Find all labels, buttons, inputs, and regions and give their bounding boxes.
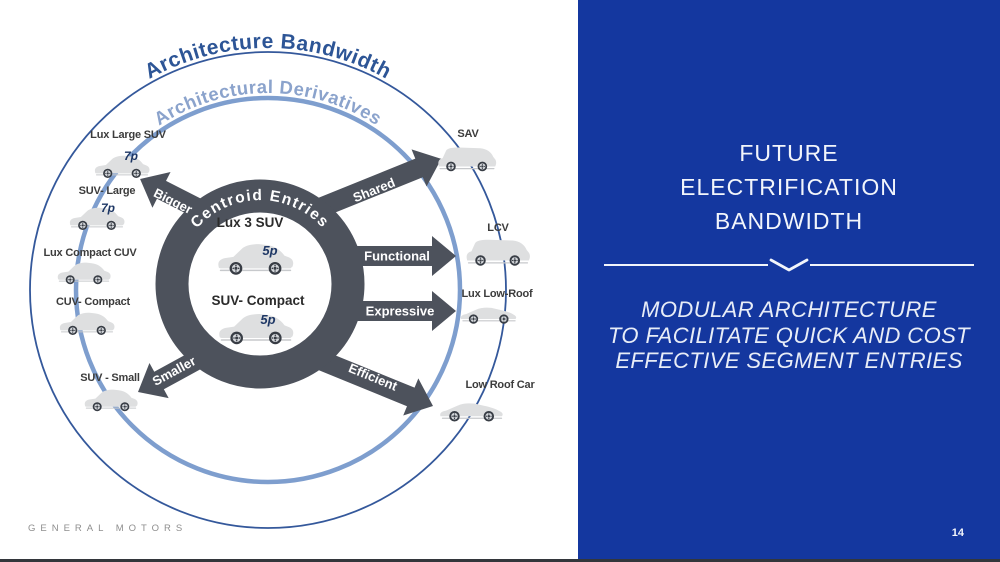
- title-divider: [604, 256, 974, 274]
- slide-title: FUTURE ELECTRIFICATION BANDWIDTH: [578, 136, 1000, 238]
- slide-title-line: FUTURE: [739, 140, 839, 166]
- van-car-icon: [438, 148, 496, 172]
- arrow-shared: [301, 149, 442, 224]
- vehicle-label: Lux Large SUV: [90, 129, 167, 141]
- van-car-icon: [467, 240, 530, 266]
- vehicle-lux-compact-cuv: Lux Compact CUV: [44, 247, 138, 284]
- capacity-badge: 7p: [101, 201, 115, 215]
- slide-title-line: BANDWIDTH: [714, 208, 864, 234]
- capacity-badge: 5p: [260, 312, 275, 327]
- outer-arc-title: Architecture Bandwidth: [141, 30, 395, 83]
- slide-title-line: ELECTRIFICATION: [680, 174, 898, 200]
- architectural-derivatives-circle: [73, 95, 463, 485]
- suv-car-icon: [85, 390, 138, 412]
- slide-subtitle-line: MODULAR ARCHITECTURE: [641, 297, 937, 322]
- capacity-badge: 5p: [262, 243, 277, 258]
- arrow-functional: [345, 236, 456, 276]
- vehicle-lux-large-suv: Lux Large SUV 7p: [90, 129, 167, 178]
- vehicle-label: SUV - Small: [80, 372, 140, 384]
- vehicle-label: CUV- Compact: [56, 296, 131, 308]
- vehicle-suv-small: SUV - Small: [80, 372, 140, 411]
- suv-car-icon: [60, 313, 115, 335]
- arrow-expressive: [345, 291, 456, 331]
- sedan-car-icon: [461, 308, 516, 324]
- slide-subtitle: MODULAR ARCHITECTURE TO FACILITATE QUICK…: [578, 297, 1000, 374]
- suv-car-icon: [58, 263, 111, 285]
- slide-subtitle-line: TO FACILITATE QUICK AND COST: [607, 322, 970, 348]
- chevron-down-icon: [769, 258, 809, 272]
- vehicle-label: SAV: [457, 128, 479, 140]
- vehicle-label: LCV: [487, 222, 509, 234]
- derivatives-arc-title: Architectural Derivatives: [150, 76, 386, 129]
- vehicle-suv-large: SUV- Large 7p: [70, 185, 136, 230]
- page-number: 14: [951, 527, 964, 539]
- slide-bottom-border: [0, 559, 1000, 562]
- suv-car-icon: [218, 244, 293, 275]
- slide-subtitle-line: EFFECTIVE SEGMENT ENTRIES: [615, 348, 963, 373]
- vehicle-label: SUV- Compact: [211, 293, 305, 308]
- vehicle-label: SUV- Large: [79, 185, 136, 197]
- vehicle-lcv: LCV: [467, 222, 530, 266]
- centroid-ring: [155, 179, 365, 389]
- suv-car-icon: [95, 156, 150, 178]
- vehicle-low-roof-car: Low Roof Car: [440, 379, 536, 422]
- vehicle-sav: SAV: [438, 128, 496, 171]
- vehicle-cuv-compact: CUV- Compact: [56, 296, 131, 335]
- vehicle-lux-3-suv: Lux 3 SUV 5p: [217, 215, 294, 275]
- footer-brand: GENERAL MOTORS: [28, 523, 188, 534]
- title-panel: FUTURE ELECTRIFICATION BANDWIDTH MODULAR…: [578, 0, 1000, 562]
- divider-line: [604, 263, 768, 267]
- arrow-efficient: [304, 345, 433, 416]
- architecture-bandwidth-circle: [29, 51, 507, 529]
- arrow-label-expressive: Expressive: [366, 304, 435, 319]
- suv-car-icon: [219, 314, 293, 344]
- architecture-bandwidth-diagram: Architecture Bandwidth Architectural Der…: [29, 30, 536, 529]
- vehicle-suv-compact: SUV- Compact 5p: [211, 293, 305, 344]
- capacity-badge: 7p: [124, 149, 138, 163]
- divider-line: [810, 263, 974, 267]
- vehicle-label: Lux Low-Roof: [462, 288, 533, 300]
- vehicle-lux-low-roof: Lux Low-Roof: [461, 288, 533, 324]
- vehicle-label: Lux 3 SUV: [217, 215, 284, 230]
- vehicle-label: Low Roof Car: [465, 379, 535, 391]
- diagram-svg: Architecture Bandwidth Architectural Der…: [29, 30, 536, 529]
- sedan-car-icon: [440, 403, 502, 421]
- vehicle-label: Lux Compact CUV: [44, 247, 138, 259]
- arrow-label-functional: Functional: [364, 249, 430, 264]
- suv-car-icon: [70, 208, 125, 230]
